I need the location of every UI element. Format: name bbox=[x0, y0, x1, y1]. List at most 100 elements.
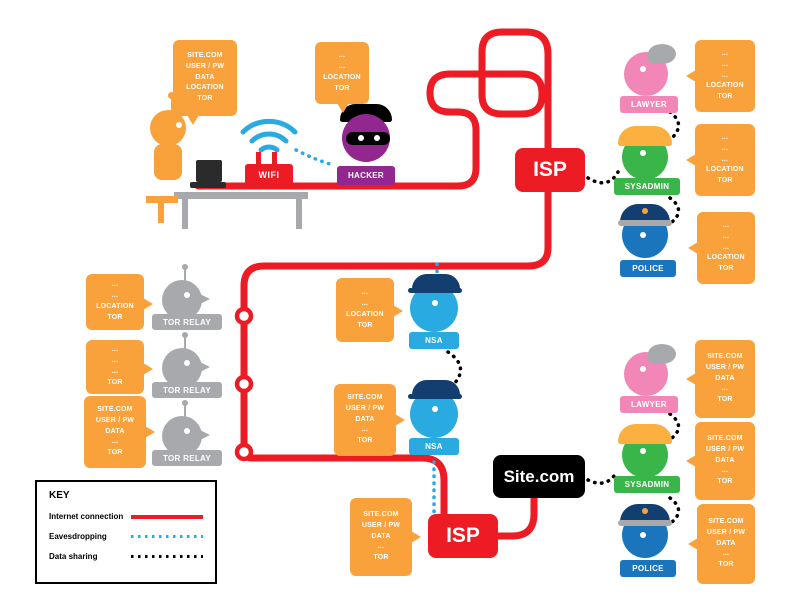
dotted-blue-line-icon bbox=[131, 535, 203, 538]
internet-line-isp-to-relays bbox=[240, 186, 552, 456]
user-bubble-text: SITE.COM USER / PW DATA LOCATION TOR bbox=[185, 51, 225, 103]
legend-label-eavesdropping: Eavesdropping bbox=[49, 532, 107, 541]
police-badge-icon bbox=[642, 208, 648, 214]
datashare-line-lawyer-sysadmin-bottom bbox=[668, 412, 681, 440]
police-bottom-bubble-text: SITE.COM USER / PW DATA ... TOR bbox=[706, 517, 746, 569]
lawyer-hair-icon bbox=[648, 44, 676, 64]
wifi-antenna-right bbox=[272, 152, 277, 166]
wifi-label: WIFI bbox=[245, 164, 293, 186]
wifi-antenna-left bbox=[256, 152, 261, 166]
bubble-tail-icon bbox=[145, 426, 155, 439]
sysadmin-top-bubble-text: ... ... ... LOCATION TOR bbox=[706, 133, 744, 185]
legend-title: KEY bbox=[49, 490, 70, 501]
dotted-black-line-icon bbox=[131, 555, 203, 558]
lawyer-bottom-bubble: SITE.COM USER / PW DATA ... TOR bbox=[686, 340, 755, 418]
sysadmin-eye-icon bbox=[640, 150, 646, 156]
desk-leg-left bbox=[182, 199, 188, 229]
isp-bottom-bubble: SITE.COM USER / PW DATA ... TOR bbox=[350, 498, 421, 576]
relay-head-icon bbox=[162, 416, 202, 456]
relay1-bubble-text: ... ... LOCATION TOR bbox=[96, 281, 134, 321]
sysadmin-hardhat-icon bbox=[618, 126, 672, 146]
nsa-eye-icon bbox=[432, 300, 438, 306]
internet-line-user-to-isp bbox=[194, 28, 552, 190]
legend-row-eavesdropping: Eavesdropping bbox=[49, 532, 203, 541]
police-top-bubble: ... ... ... LOCATION TOR bbox=[688, 212, 755, 284]
relay3-bubble: SITE.COM USER / PW DATA ... TOR bbox=[84, 396, 155, 468]
legend-row-internet: Internet connection bbox=[49, 512, 203, 521]
relay-eye-icon bbox=[184, 292, 190, 298]
user-eye-icon bbox=[176, 122, 182, 128]
bubble-tail-icon bbox=[686, 454, 696, 467]
nsa-top-bubble: ... ... LOCATION TOR bbox=[336, 278, 403, 342]
hacker-eye-left bbox=[358, 135, 364, 141]
relay-beak-icon bbox=[200, 430, 210, 440]
internet-line-isp2-to-site bbox=[488, 494, 538, 540]
bubble-tail-icon bbox=[395, 414, 405, 427]
relay-beak-icon bbox=[200, 362, 210, 372]
lawyer-bottom-label: LAWYER bbox=[620, 396, 678, 413]
legend-box: KEY Internet connection Eavesdropping Da… bbox=[35, 480, 217, 584]
sysadmin-bottom-bubble: SITE.COM USER / PW DATA ... TOR bbox=[686, 422, 755, 500]
user-bubble: SITE.COM USER / PW DATA LOCATION TOR bbox=[173, 40, 237, 125]
sysadmin-top-label: SYSADMIN bbox=[614, 178, 680, 195]
eavesdrop-line-wifi-hacker bbox=[294, 148, 332, 166]
nsa-eye-icon bbox=[432, 406, 438, 412]
relay-node-2 bbox=[234, 374, 254, 394]
nsa-bottom-label: NSA bbox=[409, 438, 459, 455]
isp-top-box: ISP bbox=[515, 148, 585, 192]
lawyer-bottom-bubble-text: SITE.COM USER / PW DATA ... TOR bbox=[705, 352, 745, 404]
police-brim-icon bbox=[618, 520, 672, 526]
legend-label-internet: Internet connection bbox=[49, 512, 124, 521]
nsa-bottom-bubble: SITE.COM USER / PW DATA ... TOR bbox=[334, 384, 405, 456]
nsa-top-bubble-text: ... ... LOCATION TOR bbox=[346, 289, 384, 329]
police-brim-icon bbox=[618, 220, 672, 226]
bubble-tail-icon bbox=[686, 70, 696, 83]
isp-bottom-bubble-text: SITE.COM USER / PW DATA ... TOR bbox=[361, 510, 401, 562]
relay3-label: TOR RELAY bbox=[152, 450, 222, 466]
police-top-label: POLICE bbox=[620, 260, 676, 277]
laptop-base-icon bbox=[190, 182, 226, 188]
relay3-bubble-text: SITE.COM USER / PW DATA ... TOR bbox=[95, 405, 135, 457]
sysadmin-hardhat-icon bbox=[618, 424, 672, 444]
wifi-signal-icon bbox=[240, 118, 298, 153]
laptop-screen-icon bbox=[196, 160, 222, 182]
isp-bottom-box: ISP bbox=[428, 514, 498, 558]
police-top-bubble-text: ... ... ... LOCATION TOR bbox=[707, 221, 745, 273]
desk-leg-right bbox=[296, 199, 302, 229]
user-head-icon bbox=[150, 110, 186, 146]
bubble-tail-icon bbox=[686, 154, 696, 167]
datashare-line-sysadmin-police-bottom bbox=[668, 496, 681, 524]
bubble-tail-icon bbox=[143, 297, 153, 310]
nsa-cap-icon bbox=[412, 380, 460, 396]
hacker-bubble: ... ... LOCATION TOR bbox=[315, 42, 369, 113]
internet-line-relays-to-isp2 bbox=[240, 448, 448, 520]
bubble-tail-icon bbox=[411, 530, 421, 543]
hacker-mask-icon bbox=[346, 132, 390, 145]
police-badge-icon bbox=[642, 508, 648, 514]
nsa-brim-icon bbox=[408, 288, 462, 293]
nsa-brim-icon bbox=[408, 394, 462, 399]
relay-antenna-line bbox=[184, 269, 186, 281]
bubble-tail-icon bbox=[688, 537, 698, 550]
lawyer-hair-icon bbox=[648, 344, 676, 364]
relay-head-icon bbox=[162, 348, 202, 388]
bubble-tail-icon bbox=[143, 362, 153, 375]
relay-antenna-icon bbox=[182, 264, 188, 270]
sysadmin-eye-icon bbox=[640, 448, 646, 454]
relay-antenna-icon bbox=[182, 332, 188, 338]
relay2-label: TOR RELAY bbox=[152, 382, 222, 398]
site-box: Site.com bbox=[493, 455, 585, 498]
bubble-tail-icon bbox=[686, 372, 696, 385]
nsa-bottom-bubble-text: SITE.COM USER / PW DATA ... TOR bbox=[345, 393, 385, 445]
relay1-bubble: ... ... LOCATION TOR bbox=[86, 274, 153, 330]
desk-icon bbox=[174, 192, 308, 199]
relay-head-icon bbox=[162, 280, 202, 320]
police-eye-icon bbox=[640, 532, 646, 538]
user-antenna-icon bbox=[168, 92, 175, 99]
datashare-line-lawyer-sysadmin-top bbox=[668, 110, 681, 140]
lawyer-eye-icon bbox=[640, 66, 646, 72]
relay-antenna-icon bbox=[182, 400, 188, 406]
relay1-label: TOR RELAY bbox=[152, 314, 222, 330]
lawyer-top-bubble: ... ... ... LOCATION TOR bbox=[686, 40, 755, 112]
user-body-icon bbox=[154, 144, 182, 180]
